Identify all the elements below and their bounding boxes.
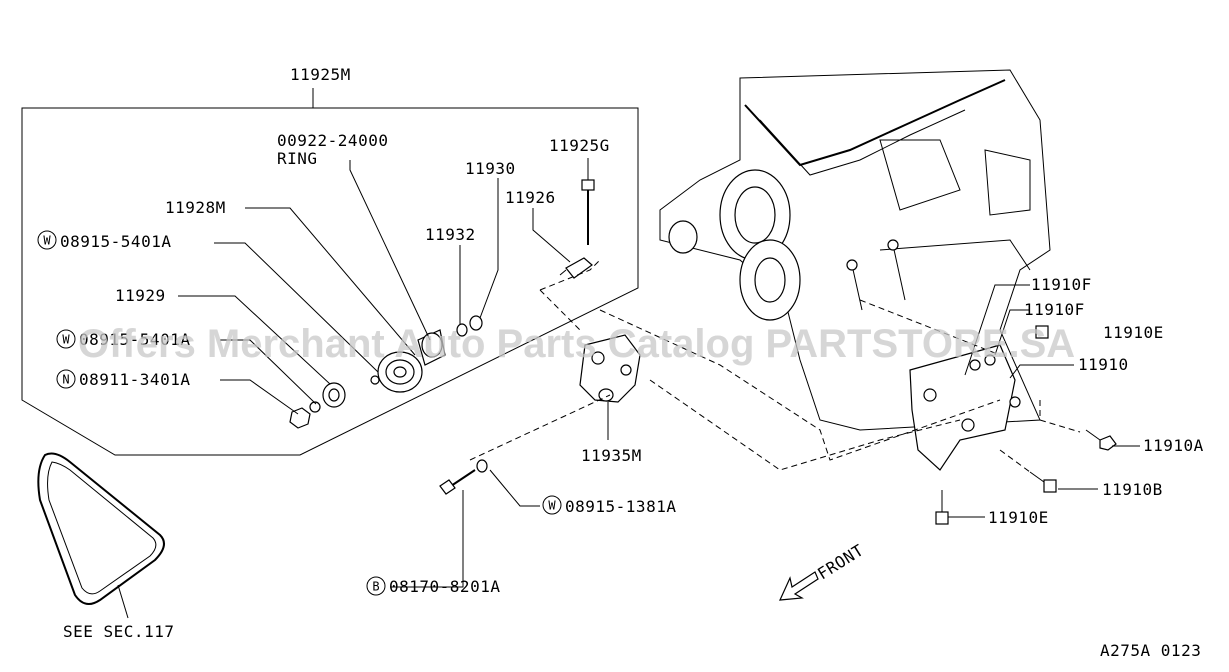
label-11910e-bottom: 11910E	[988, 508, 1049, 527]
label-11929: 11929	[115, 286, 166, 305]
label-11930: 11930	[465, 159, 516, 178]
leader-lines	[178, 158, 1140, 588]
assembly-outline	[21, 88, 639, 456]
svg-text:N: N	[62, 373, 69, 387]
label-08915-5401a: 08915-5401A	[60, 232, 171, 251]
label-11928m: 11928M	[165, 198, 226, 217]
label-08170-8201a: 08170-8201A	[389, 577, 500, 596]
label-11910f-2: 11910F	[1024, 300, 1085, 319]
label-see-sec-117: SEE SEC.117	[63, 622, 174, 641]
label-11925g: 11925G	[549, 136, 610, 155]
label-08911-3401a: 08911-3401A	[79, 370, 190, 389]
drive-belt	[37, 452, 165, 619]
label-11910a: 11910A	[1143, 436, 1204, 455]
circled-letter-b1: B	[366, 576, 386, 596]
bolt-11910a	[1085, 429, 1117, 451]
circled-letter-w2: W	[56, 329, 76, 349]
label-11925m: 11925M	[290, 65, 351, 84]
circled-letter-w3: W	[542, 495, 562, 515]
circled-letter-n1: N	[56, 369, 76, 389]
pulley-assembly-parts	[289, 179, 595, 429]
label-08915-1381a: 08915-1381A	[565, 497, 676, 516]
front-arrow-icon	[779, 571, 819, 601]
svg-text:B: B	[372, 580, 379, 594]
svg-text:W: W	[43, 234, 51, 248]
watermark: Offers Merchant Auto Parts Catalog PARTS…	[78, 322, 1075, 366]
circled-letter-w1: W	[37, 230, 57, 250]
bracket-11935m	[579, 334, 641, 403]
engine-block	[659, 69, 1051, 431]
bolt-08170	[439, 459, 488, 495]
label-11910e-top: 11910E	[1103, 323, 1164, 342]
label-front: FRONT	[814, 540, 867, 583]
bolt-11910e-top	[1035, 325, 1049, 339]
label-11926: 11926	[505, 188, 556, 207]
label-11910: 11910	[1078, 355, 1129, 374]
svg-text:W: W	[62, 333, 70, 347]
dashed-guide-lines	[469, 259, 1081, 473]
label-11932: 11932	[425, 225, 476, 244]
label-00922-24000: 00922-24000	[277, 131, 388, 150]
bracket-11910	[909, 344, 1021, 471]
label-ring: RING	[277, 149, 318, 168]
svg-text:W: W	[548, 499, 556, 513]
label-08915-5401a-second: 08915-5401A	[79, 330, 190, 349]
bolt-11910e-bottom	[935, 490, 949, 525]
label-11910f-1: 11910F	[1031, 275, 1092, 294]
label-ref-code: A275A 0123	[1100, 641, 1201, 660]
label-11935m: 11935M	[581, 446, 642, 465]
bolt-11910b	[1029, 471, 1057, 493]
label-11910b: 11910B	[1102, 480, 1163, 499]
